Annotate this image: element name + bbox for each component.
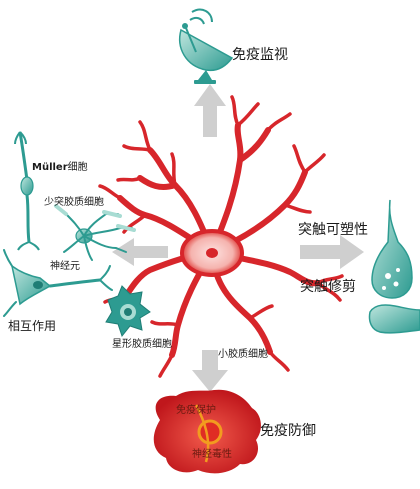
muller-cell-label-suffix: 细胞 (68, 162, 88, 173)
satellite-dish-icon (180, 10, 232, 84)
neuron-label: 神经元 (50, 262, 80, 272)
immune-defense-label: 免疫防御 (260, 424, 316, 438)
neurotoxicity-label: 神经毒性 (192, 450, 232, 460)
arrow-right (300, 235, 364, 269)
immune-protection-label: 免疫保护 (176, 406, 216, 416)
immune-defense-cell (154, 390, 261, 474)
microglia-label: 小胶质细胞 (218, 350, 268, 360)
microglia-nucleus (206, 248, 218, 258)
astrocyte-label: 星形胶质细胞 (112, 340, 172, 350)
neuron-cell (4, 250, 112, 316)
synaptic-plasticity-label: 突触可塑性 (298, 223, 368, 237)
interaction-label: 相互作用 (8, 320, 56, 332)
arrow-left (112, 238, 168, 266)
synapse-icon (369, 200, 420, 333)
muller-cell-label-prefix: Müller (32, 162, 68, 173)
muller-cell-label: Müller细胞 (32, 163, 88, 173)
muller-cell (15, 132, 39, 250)
synaptic-pruning-label: 突触修剪 (300, 280, 356, 294)
immune-surveillance-label: 免疫监视 (232, 48, 288, 62)
oligodendrocyte-label: 少突胶质细胞 (44, 198, 104, 208)
arrow-up (194, 84, 226, 137)
astrocyte-cell (106, 286, 150, 336)
